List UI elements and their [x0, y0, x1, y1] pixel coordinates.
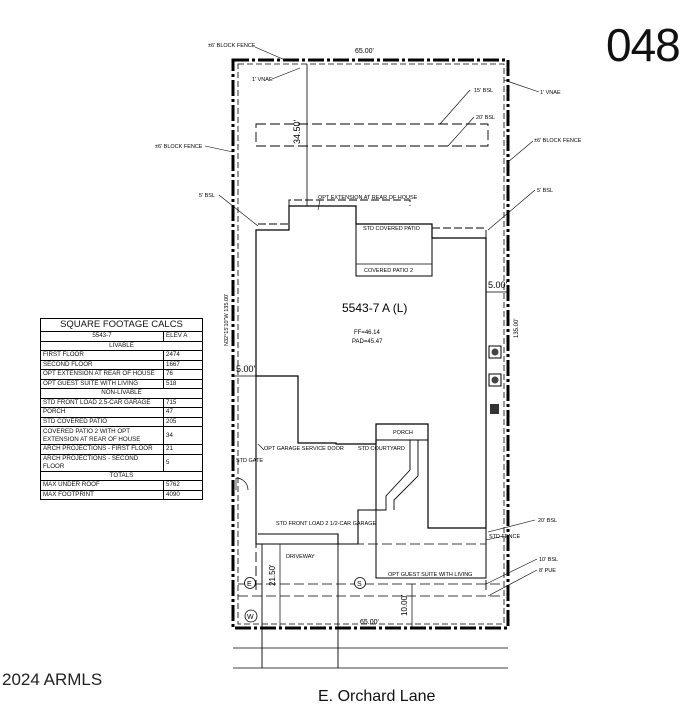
- label-block-fence-right: ±6' BLOCK FENCE: [534, 138, 582, 144]
- plan-pad: PAD=45.47: [352, 339, 383, 345]
- leader-bsl-15: [439, 89, 471, 125]
- label-bsl-15: 15' BSL: [474, 88, 493, 94]
- label-opt-extension: OPT EXTENSION AT REAR OF HOUSE: [318, 195, 418, 201]
- label-covered-patio-2: COVERED PATIO 2: [364, 268, 413, 274]
- label-dim-front-right: 10.00': [400, 594, 409, 616]
- std-covered-patio: [355, 223, 433, 277]
- leader-std-fence: [485, 535, 505, 541]
- label-opt-garage-door: OPT GARAGE SERVICE DOOR: [264, 446, 344, 452]
- water-marker: [244, 609, 258, 623]
- leader-bsl-5-left: [218, 194, 259, 227]
- label-block-fence-top: ±6' BLOCK FENCE: [208, 43, 256, 49]
- table-nonlivable-header: NON-LIVABLE: [40, 388, 203, 399]
- label-depth-right: 135.00': [514, 319, 520, 339]
- label-side-right: 5.00': [488, 280, 508, 290]
- label-std-covered-patio: STD COVERED PATIO: [363, 226, 421, 232]
- leader-pue-8: [487, 569, 538, 597]
- garage-outline: [255, 376, 377, 545]
- leader-bsl-5-right: [487, 189, 536, 231]
- leader-fence-left: [204, 145, 234, 153]
- plan-ff: FF=46.14: [354, 330, 381, 336]
- label-std-gate: STD GATE: [236, 458, 263, 464]
- label-bearing: N32°15'10"W 135.00': [224, 294, 230, 346]
- lot-number: 048: [606, 19, 681, 71]
- bottom-width-dim: 65.00': [360, 619, 379, 626]
- table-livable-header: LIVABLE: [40, 340, 203, 351]
- label-guest-suite: OPT GUEST SUITE WITH LIVING: [388, 572, 472, 578]
- label-bsl-5-left: 5' BSL: [199, 193, 215, 199]
- label-vnae-right: 1' VNAE: [540, 90, 561, 96]
- marker-s: S: [357, 581, 362, 588]
- top-width-dim: 65.00': [355, 48, 374, 55]
- label-vnae-left: 1' VNAE: [252, 77, 273, 83]
- table-elev: ELEV A: [163, 331, 203, 342]
- leader-opt-garage-door: [257, 443, 265, 451]
- leader-bsl-20: [447, 116, 475, 147]
- lot-boundary: [231, 58, 510, 630]
- leader-vnae-right: [503, 79, 540, 93]
- leader-fence-right: [507, 140, 534, 163]
- label-bsl-20-front: 20' BSL: [538, 518, 557, 524]
- armls-watermark: 2024 ARMLS: [2, 670, 103, 689]
- rear-setback-band: [255, 123, 489, 147]
- vnae-line: [237, 63, 505, 625]
- leader-bsl-10: [485, 558, 538, 585]
- street-name: E. Orchard Lane: [318, 688, 436, 705]
- table-row: COVERED PATIO 2 WITH OPT EXTENSION AT RE…: [40, 426, 203, 445]
- label-driveway: DRIVEWAY: [286, 554, 315, 560]
- label-pue-8: 8' PUE: [539, 568, 556, 574]
- opt-extension-outline: [258, 199, 411, 225]
- label-bsl-10: 10' BSL: [539, 557, 558, 563]
- rear-dim-label: 34.50': [292, 119, 302, 144]
- leader-bsl-20-front: [487, 519, 536, 533]
- label-side-left: 5.00': [236, 364, 256, 374]
- table-title: SQUARE FOOTAGE CALCS: [40, 318, 203, 332]
- table-totals-header: TOTALS: [40, 470, 203, 481]
- equipment-pad: [490, 404, 499, 414]
- table-plan-code: 5543-7: [40, 331, 164, 342]
- leader-fence-top: [254, 46, 286, 61]
- electric-marker: [244, 577, 256, 589]
- house-footprint: [255, 205, 487, 529]
- label-bsl-5-right: 5' BSL: [537, 188, 553, 194]
- marker-e: E: [247, 581, 252, 588]
- label-std-courtyard: STD COURTYARD: [358, 446, 405, 452]
- ac-unit-1-fan: [491, 348, 499, 356]
- leader-opt-extension: [317, 199, 321, 211]
- plan-title: 5543-7 A (L): [342, 301, 407, 315]
- marker-w: W: [247, 614, 254, 621]
- label-dim-front-left: 21.50': [268, 564, 277, 586]
- ac-unit-2-fan: [491, 376, 499, 384]
- label-garage: STD FRONT LOAD 2 1/2-CAR GARAGE: [276, 521, 376, 527]
- std-gate-swing: [235, 477, 249, 491]
- label-block-fence-left: ±6' BLOCK FENCE: [155, 144, 203, 150]
- label-porch: PORCH: [393, 430, 413, 436]
- sewer-marker: [354, 577, 366, 589]
- label-bsl-20-top: 20' BSL: [476, 115, 495, 121]
- courtyard-walk: [376, 439, 419, 511]
- label-std-fence: STD FENCE: [489, 534, 521, 540]
- leader-vnae-left: [271, 67, 301, 80]
